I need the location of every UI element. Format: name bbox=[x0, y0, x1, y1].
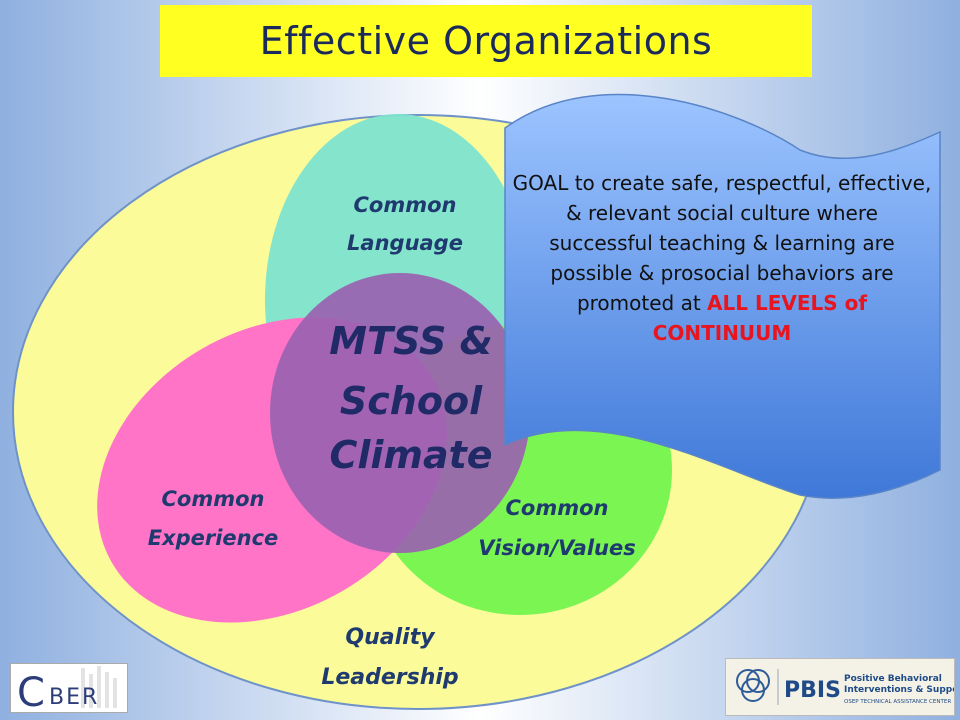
label-common-vision-2: Vision/Values bbox=[478, 536, 636, 560]
pbis-name: PBIS bbox=[784, 678, 841, 703]
label-common-experience-2: Experience bbox=[148, 526, 279, 550]
pbis-line-1: Positive Behavioral bbox=[844, 674, 942, 684]
cber-logo-c: C bbox=[17, 670, 45, 712]
slide-title: Effective Organizations bbox=[259, 19, 713, 63]
label-common-language-1: Common bbox=[354, 193, 457, 217]
pbis-line-2: Interventions & Supports bbox=[844, 685, 954, 695]
pbis-logo: PBIS Positive Behavioral Interventions &… bbox=[725, 658, 960, 716]
label-common-vision-1: Common bbox=[506, 496, 609, 520]
label-quality-leadership-1: Quality bbox=[345, 625, 436, 650]
label-common-language-2: Language bbox=[347, 231, 463, 255]
cber-logo: C BER bbox=[10, 663, 128, 716]
label-center-2: School bbox=[340, 379, 483, 423]
goal-main-text: GOAL to create safe, respectful, effecti… bbox=[512, 171, 932, 315]
pbis-line-3: OSEP TECHNICAL ASSISTANCE CENTER bbox=[844, 699, 951, 705]
label-center-3: Climate bbox=[329, 433, 492, 477]
label-center-1: MTSS & bbox=[329, 319, 493, 363]
label-common-experience-1: Common bbox=[162, 487, 265, 511]
label-quality-leadership-2: Leadership bbox=[321, 665, 458, 690]
cber-logo-ber: BER bbox=[49, 685, 99, 710]
pbis-rings-icon bbox=[736, 669, 770, 702]
goal-text: GOAL to create safe, respectful, effecti… bbox=[512, 168, 932, 348]
title-box: Effective Organizations bbox=[160, 5, 812, 77]
goal-banner bbox=[504, 93, 941, 499]
center-circle bbox=[270, 273, 530, 553]
goal-emphasis-text: ALL LEVELS of CONTINUUM bbox=[652, 291, 868, 345]
